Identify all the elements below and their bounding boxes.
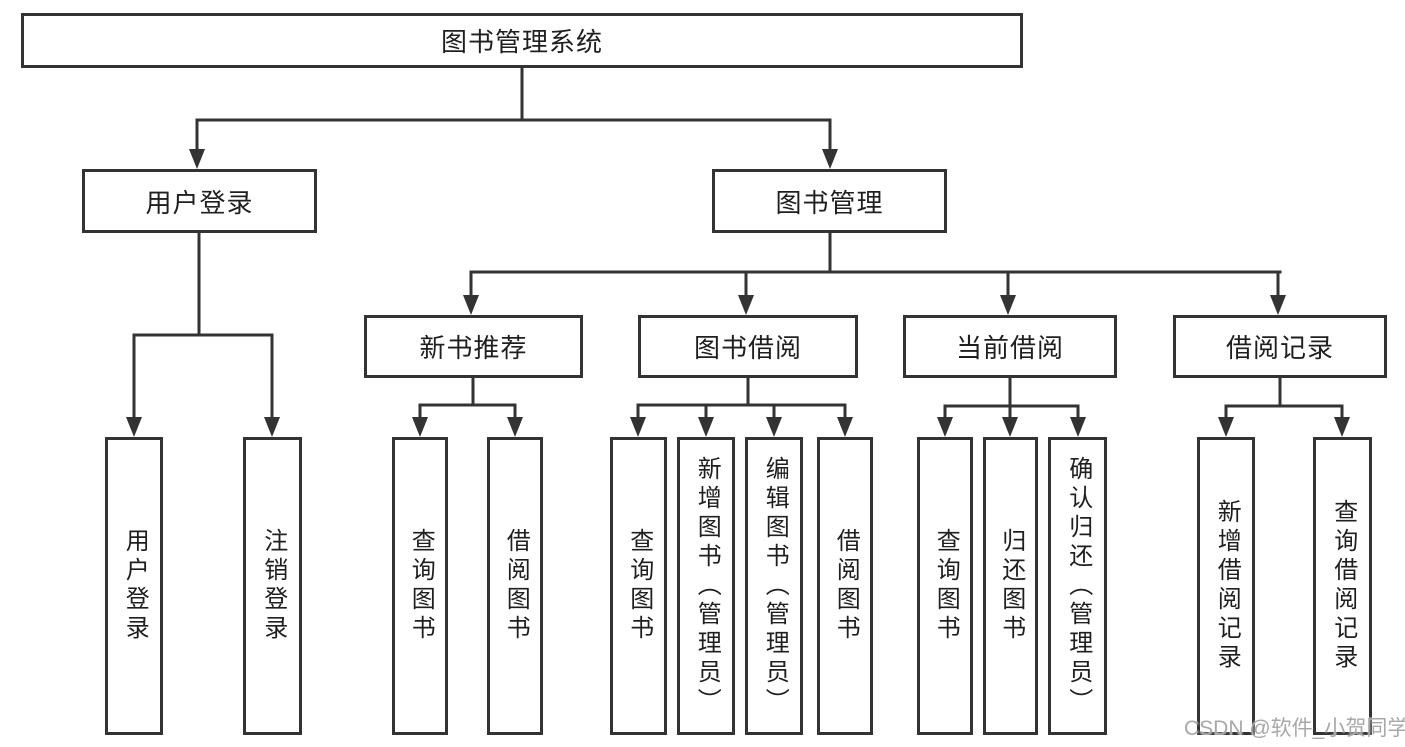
arrow-down-icon (766, 417, 782, 437)
leaf-label: 注销登录 (259, 528, 287, 644)
edge-current-borrow-split (943, 376, 1080, 422)
arrow-down-icon (837, 417, 853, 437)
leaf-label: 新增图书（管理员） (693, 455, 721, 717)
leaf-edit-books-admin: 编辑图书（管理员） (745, 437, 803, 735)
arrow-down-icon (738, 295, 754, 315)
node-new-book-recommend: 新书推荐 (364, 315, 583, 378)
leaf-logout: 注销登录 (243, 437, 302, 735)
node-root-system: 图书管理系统 (21, 13, 1023, 68)
leaf-query-books-current: 查询图书 (917, 437, 973, 735)
leaf-user-login: 用户登录 (105, 437, 163, 735)
arrow-down-icon (463, 295, 479, 315)
leaf-label: 新增借阅记录 (1213, 499, 1241, 673)
leaf-query-books-recommend: 查询图书 (392, 437, 448, 735)
leaf-label: 查询借阅记录 (1329, 499, 1357, 673)
node-label: 借阅记录 (1225, 333, 1334, 363)
edge-user-login-split (132, 231, 274, 422)
arrow-down-icon (1002, 417, 1018, 437)
edge-book-mgmt-split (469, 231, 1282, 300)
edge-borrow-records-split (1224, 376, 1344, 422)
leaf-borrow-books-recommend: 借阅图书 (487, 437, 543, 735)
csdn-watermark: CSDN @软件_小贺同学 (1184, 717, 1405, 740)
leaf-label: 归还图书 (997, 528, 1025, 644)
node-label: 当前借阅 (955, 333, 1064, 363)
node-label: 图书借阅 (693, 333, 802, 363)
leaf-label: 查询图书 (407, 528, 435, 644)
leaf-label: 编辑图书（管理员） (761, 455, 789, 717)
leaf-label: 查询图书 (625, 528, 653, 644)
arrow-down-icon (630, 417, 646, 437)
node-borrow-records: 借阅记录 (1173, 315, 1387, 378)
arrow-down-icon (1070, 417, 1086, 437)
leaf-return-books: 归还图书 (983, 437, 1038, 735)
edge-book-borrow-split (636, 376, 847, 422)
arrow-down-icon (1334, 417, 1350, 437)
leaf-confirm-return-admin: 确认归还（管理员） (1048, 437, 1107, 735)
node-user-login: 用户登录 (82, 169, 317, 233)
arrow-down-icon (1218, 417, 1234, 437)
node-book-borrow: 图书借阅 (638, 315, 858, 378)
edge-root-to-level2 (195, 65, 832, 154)
leaf-query-books-borrow: 查询图书 (610, 437, 667, 735)
arrow-down-icon (822, 149, 838, 169)
arrowheads (126, 149, 1350, 437)
node-book-management: 图书管理 (712, 169, 947, 233)
arrow-down-icon (189, 149, 205, 169)
leaf-label: 借阅图书 (832, 528, 860, 644)
leaf-label: 确认归还（管理员） (1064, 455, 1092, 717)
arrow-down-icon (264, 417, 280, 437)
edge-new-books-split (418, 376, 517, 422)
arrow-down-icon (126, 417, 142, 437)
leaf-add-borrow-record: 新增借阅记录 (1197, 437, 1255, 735)
node-label: 图书管理 (775, 187, 884, 218)
node-label: 图书管理系统 (440, 27, 603, 57)
node-current-borrow: 当前借阅 (903, 315, 1117, 378)
node-label: 新书推荐 (419, 333, 528, 363)
arrow-down-icon (1270, 295, 1286, 315)
arrow-down-icon (937, 417, 953, 437)
arrow-down-icon (412, 417, 428, 437)
leaf-label: 借阅图书 (502, 528, 530, 644)
arrow-down-icon (698, 417, 714, 437)
arrow-down-icon (1000, 295, 1016, 315)
leaf-add-books-admin: 新增图书（管理员） (677, 437, 735, 735)
leaf-label: 用户登录 (121, 528, 149, 644)
node-label: 用户登录 (145, 187, 254, 218)
leaf-label: 查询图书 (932, 528, 960, 644)
arrow-down-icon (507, 417, 523, 437)
leaf-query-borrow-record: 查询借阅记录 (1313, 437, 1372, 735)
leaf-borrow-books: 借阅图书 (817, 437, 873, 735)
